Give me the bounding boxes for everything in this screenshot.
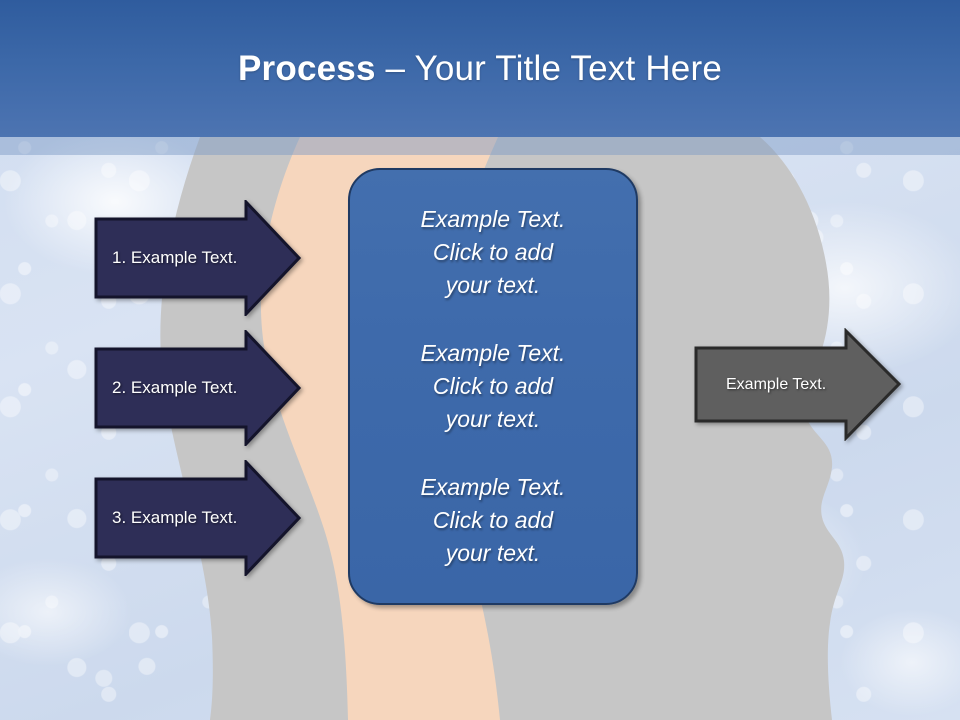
center-text-block-3: Example Text. Click to add your text. <box>420 473 566 566</box>
process-arrow-3-label: 3. Example Text. <box>112 508 238 527</box>
process-arrow-1[interactable]: 1. Example Text. <box>94 200 301 316</box>
center-text-block-2: Example Text. Click to add your text. <box>420 339 566 432</box>
arrow-right-shape-icon <box>94 200 301 316</box>
process-arrow-1-label: 1. Example Text. <box>112 248 238 267</box>
page-title: Process – Your Title Text Here <box>238 49 722 89</box>
process-arrow-3[interactable]: 3. Example Text. <box>94 460 301 576</box>
outcome-arrow[interactable]: Example Text. <box>694 328 901 441</box>
slide-title-bar: Process – Your Title Text Here <box>0 0 960 137</box>
arrow-right-shape-icon <box>94 460 301 576</box>
arrow-right-shape-icon <box>94 330 301 446</box>
center-text-block-1: Example Text. Click to add your text. <box>420 206 566 299</box>
process-arrow-2-label: 2. Example Text. <box>112 378 238 397</box>
page-title-light: – Your Title Text Here <box>375 48 722 88</box>
arrow-right-shape-icon <box>694 328 901 441</box>
title-underband <box>0 137 960 155</box>
page-title-strong: Process <box>238 48 376 88</box>
center-content-box[interactable]: Example Text. Click to add your text. Ex… <box>348 168 638 605</box>
outcome-arrow-label: Example Text. <box>726 375 827 393</box>
process-arrow-2[interactable]: 2. Example Text. <box>94 330 301 446</box>
